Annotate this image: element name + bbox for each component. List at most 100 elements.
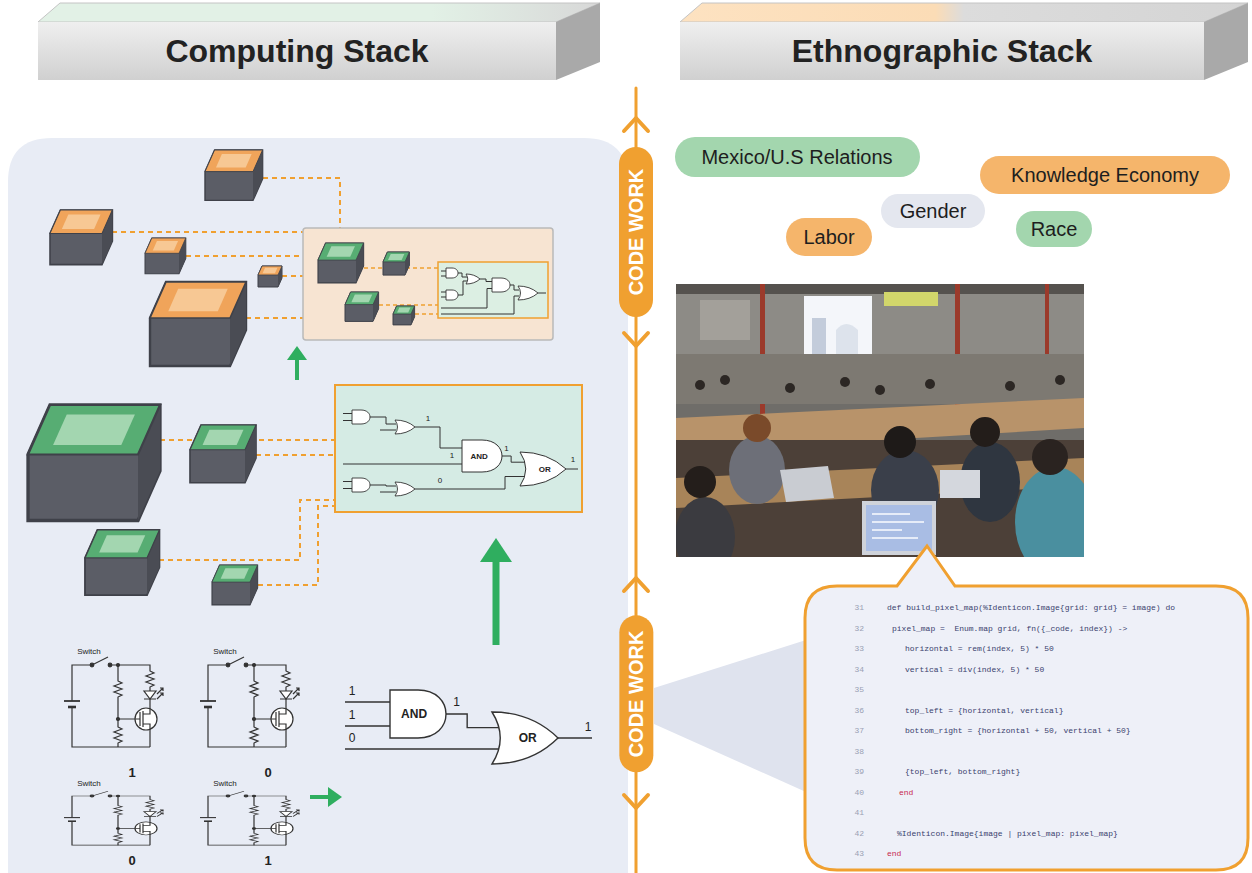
gate-input-wire-part (345, 702, 592, 749)
hackathon-photo-part (866, 505, 932, 551)
stack-cube-part (150, 282, 246, 318)
stack-cube-part (388, 254, 404, 260)
code-work-axis-part (624, 118, 648, 131)
logic-gate-symbol (518, 286, 538, 300)
stack-cube (212, 565, 258, 605)
hackathon-photo-part-part (840, 377, 850, 387)
stack-cube-part (345, 292, 379, 305)
signal-value: 1 (450, 451, 454, 460)
stack-cube-part (190, 425, 256, 483)
signal-value: 1 (349, 685, 356, 699)
gate-wire (502, 456, 525, 462)
dashed-link-part (258, 506, 335, 585)
dashed-link-part (263, 178, 340, 228)
banner-shape-part (38, 3, 600, 22)
gate-wire (446, 714, 499, 728)
stack-cube-part (397, 308, 410, 313)
and-gate: AND (390, 690, 446, 738)
banner-shape-part (38, 22, 556, 80)
hackathon-photo-part (940, 470, 980, 498)
signal-value: 1 (453, 696, 460, 710)
code-line: top_left = {horizontal, vertical} (905, 701, 1063, 722)
node-label: Ethnographic Stack (792, 33, 1093, 70)
stack-cube-part (50, 210, 112, 233)
code-work-axis-part (624, 795, 648, 808)
stack-cube-part (318, 243, 364, 283)
banner-shape-part (1204, 3, 1248, 80)
hackathon-photo-part (780, 466, 834, 502)
flow-arrow-part (493, 558, 500, 645)
node-label: CODE WORK (624, 631, 647, 758)
flow-arrow-part (310, 795, 330, 799)
stack-box-part (303, 228, 553, 340)
hackathon-photo-part (1015, 467, 1084, 557)
flow-arrow-part (295, 358, 299, 380)
switch-label: Switch (213, 647, 237, 656)
hackathon-photo-part-part (695, 380, 705, 390)
hackathon-photo-part (872, 514, 924, 538)
hackathon-photo-part-part (875, 385, 885, 395)
circuit-symbol-part (200, 791, 299, 845)
code-line: vertical = div(index, 5) * 50 (905, 660, 1044, 681)
stack-cube-part (62, 214, 101, 229)
gate-input-wire (345, 702, 592, 749)
signal-value: 1 (426, 414, 430, 423)
logic-gate-symbol (446, 290, 458, 300)
hackathon-photo-part (676, 354, 1084, 404)
logic-gate-symbol (395, 482, 415, 496)
node-label: Gender (900, 200, 967, 223)
code-line: end (899, 783, 913, 804)
node-label: CODE WORK (625, 169, 648, 296)
hackathon-photo-part-part (1005, 381, 1015, 391)
line-number: 38 (834, 742, 864, 763)
node-label: Labor (803, 226, 854, 249)
stack-cube-part (150, 282, 246, 366)
hackathon-photo-part (1032, 439, 1068, 475)
flow-arrow-part (480, 538, 512, 562)
code-work-axis-part (624, 333, 648, 346)
stack-cube (145, 238, 186, 274)
logic-gate-symbol (466, 274, 480, 284)
code-line: bottom_right = {horizontal + 50, vertica… (905, 721, 1131, 742)
logic-gate-symbol (492, 278, 510, 292)
bit-value: 1 (128, 766, 135, 781)
stack-cube-part (258, 266, 282, 287)
bit-value: 0 (264, 766, 271, 781)
callout-wedge (654, 640, 806, 792)
stack-cube (190, 425, 256, 483)
circuit-symbol (64, 657, 299, 845)
or-gate: OR (520, 452, 566, 486)
node-label: Mexico/U.S Relations (701, 146, 892, 169)
stack-cube-part (327, 246, 355, 257)
dashed-link-part (415, 313, 438, 315)
stack-box (303, 228, 582, 512)
flow-arrow-part (328, 787, 342, 807)
stack-cube (28, 405, 160, 521)
hackathon-photo-part (743, 414, 771, 442)
stack-cube-part (28, 405, 160, 455)
stack-cube-part (351, 294, 372, 302)
gate-wire (343, 271, 578, 492)
stack-cube (205, 150, 263, 200)
topic-tag: Mexico/U.S Relations (675, 137, 920, 177)
topic-tag: Gender (881, 194, 985, 228)
stack-cube-part (345, 292, 379, 321)
signal-value: 1 (585, 721, 592, 735)
switch-label: Switch (77, 647, 101, 656)
bit-value: 0 (128, 854, 135, 869)
hackathon-photo-part (729, 436, 785, 504)
hackathon-photo (676, 284, 1084, 557)
line-number: 37 (834, 721, 864, 742)
stack-cube (383, 252, 409, 275)
stack-cube-part (212, 565, 258, 582)
hackathon-photo-part (695, 375, 1065, 395)
stack-cube-part (190, 425, 256, 450)
dashed-link-part (256, 454, 335, 456)
stack-cube-part (383, 252, 409, 275)
stack-cube-part (263, 268, 278, 274)
dashed-link-part (159, 500, 335, 560)
dashed-link-part (186, 255, 303, 257)
stack-cube-part (85, 530, 159, 558)
dashed-link-part (112, 231, 303, 233)
stack-banner: Ethnographic Stack (680, 22, 1204, 80)
